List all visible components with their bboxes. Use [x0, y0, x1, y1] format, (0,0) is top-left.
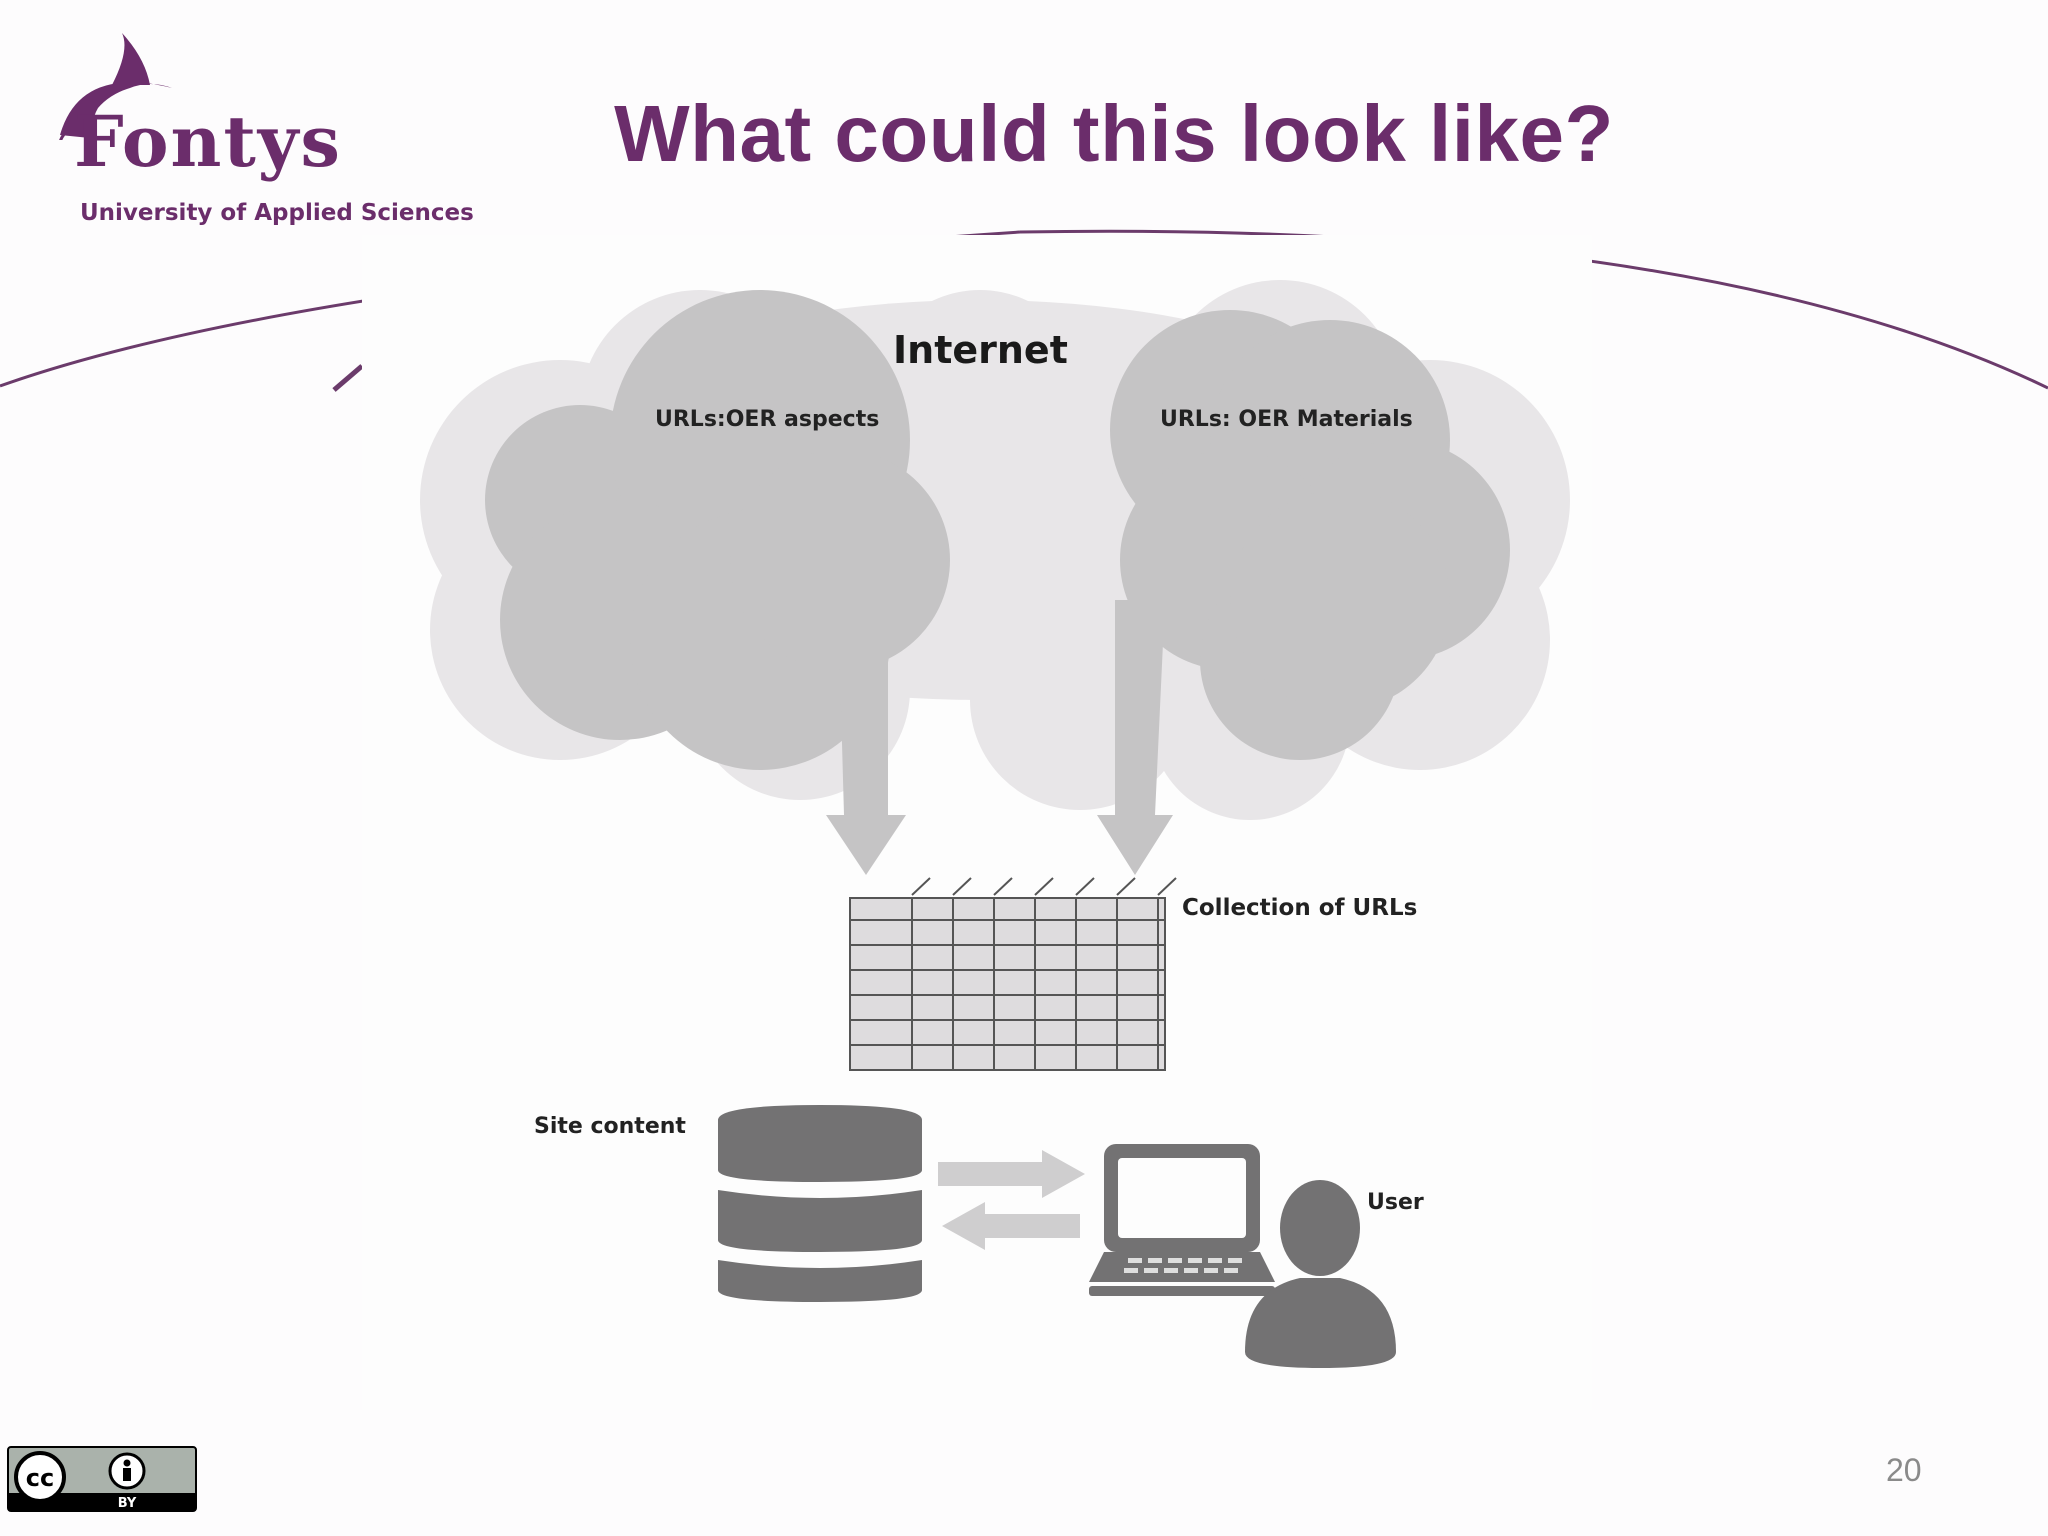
oer-materials-cloud	[1110, 310, 1510, 760]
svg-text:cc: cc	[26, 1464, 54, 1492]
oer-aspects-cloud	[485, 290, 950, 770]
arrow-materials-to-collection	[1097, 600, 1173, 875]
database-icon	[718, 1105, 922, 1302]
fontys-logo-text: Fontys	[74, 100, 342, 183]
cloud-right-label: URLs: OER Materials	[1160, 407, 1413, 432]
cc-by-text: BY	[118, 1496, 137, 1511]
collection-grid	[849, 877, 1177, 1071]
arrow-aspects-to-collection	[826, 600, 906, 875]
user-icon	[1245, 1180, 1396, 1368]
cc-by-icon[interactable]: cc BY	[7, 1446, 197, 1512]
slide-title: What could this look like?	[614, 89, 1614, 178]
site-content-label: Site content	[534, 1114, 686, 1139]
fontys-dolphin-icon	[59, 33, 172, 140]
laptop-icon	[1089, 1144, 1275, 1296]
arrow-to-user	[938, 1150, 1085, 1198]
collection-label: Collection of URLs	[1182, 895, 1418, 921]
fontys-logo-subtitle: University of Applied Sciences	[80, 200, 474, 226]
cloud-left-label: URLs:OER aspects	[655, 407, 880, 432]
page-number: 20	[1886, 1452, 1922, 1488]
internet-label: Internet	[893, 328, 1068, 372]
arrow-to-database	[942, 1202, 1080, 1250]
user-label: User	[1367, 1190, 1424, 1215]
